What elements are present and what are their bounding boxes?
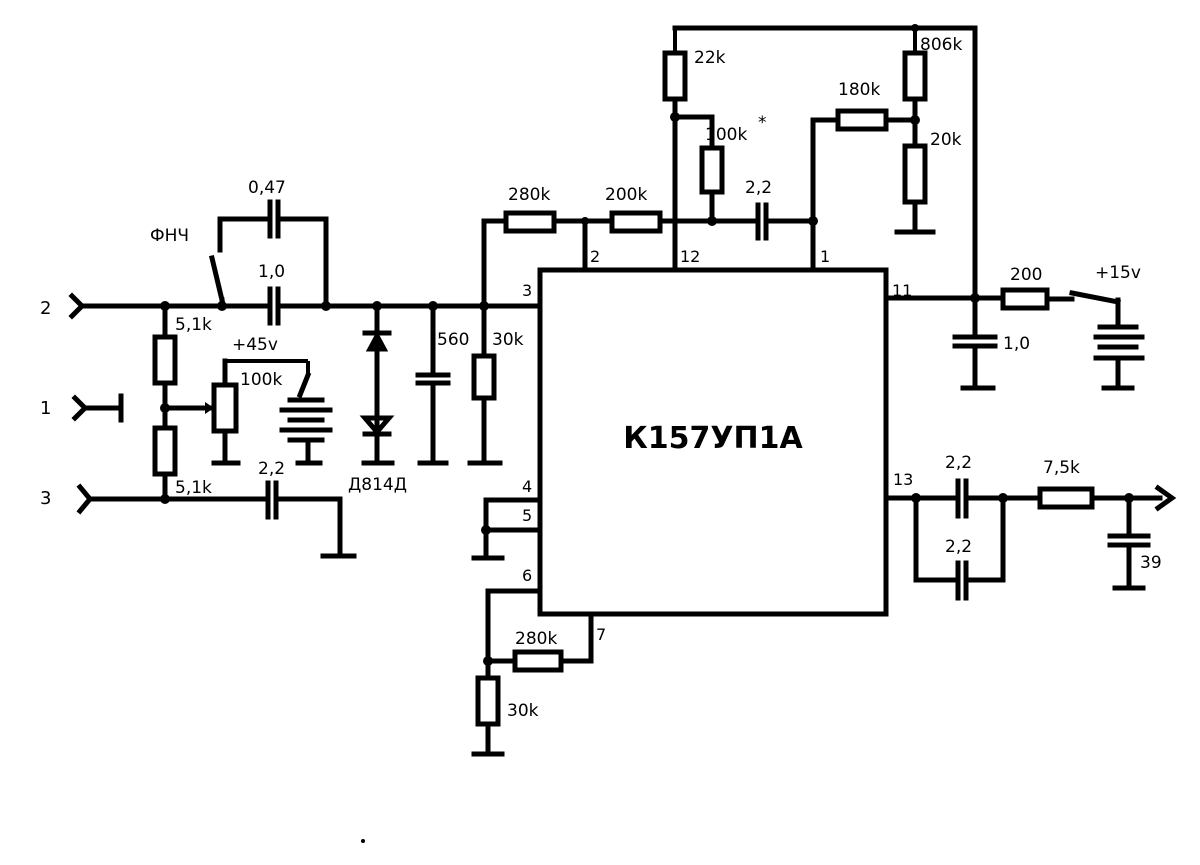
resistor-label: 5,1k xyxy=(175,315,212,335)
stray-dot xyxy=(361,839,365,843)
resistor-label: 7,5k xyxy=(1043,458,1080,478)
input-terminal-3: 3 xyxy=(40,483,269,515)
resistor-806k: 806k xyxy=(902,28,962,149)
pin-label: 1 xyxy=(820,247,830,266)
capacitor-label: 2,2 xyxy=(258,459,285,479)
capacitor-2-2-input: 2,2 xyxy=(258,459,357,559)
resistor-22k: 22k xyxy=(662,28,726,273)
switch-icon xyxy=(208,254,226,304)
capacitor-label: 2,2 xyxy=(945,453,972,473)
input-terminal-2: 2 xyxy=(40,292,271,320)
capacitor-1-0-power: 1,0 xyxy=(952,295,1030,391)
diode-icon xyxy=(362,330,392,352)
resistor-label: 22k xyxy=(694,48,726,68)
resistor-30k-input: 30k xyxy=(467,301,524,466)
capacitor-label: 1,0 xyxy=(258,262,285,282)
switch-label: ФНЧ xyxy=(150,226,189,246)
lowpass-switch: ФНЧ xyxy=(150,216,227,311)
diode-icon xyxy=(359,415,395,437)
resistor-label: 180k xyxy=(838,80,880,100)
resistor-180k: 180k xyxy=(810,80,918,132)
ic-label: К157УП1А xyxy=(623,421,803,456)
resistor-label: 5,1k xyxy=(175,478,212,498)
ic-body xyxy=(537,267,889,617)
pin-label: 2 xyxy=(590,247,600,266)
resistor-label: 100k xyxy=(705,125,747,145)
battery-45v xyxy=(279,361,333,466)
resistor-200k: 200k xyxy=(605,185,761,234)
resistor-label: 200 xyxy=(1010,265,1042,285)
capacitor-label: 39 xyxy=(1140,553,1162,573)
diode-label: Д814Д xyxy=(348,475,407,495)
pin-label: 7 xyxy=(596,625,606,644)
pin-label: 5 xyxy=(522,506,532,525)
resistor-30k-bottom: 30k xyxy=(471,675,539,757)
output-arrow-icon xyxy=(1154,484,1177,512)
resistor-100k-star: 100k * xyxy=(672,113,767,224)
resistor-280k-top: 280k xyxy=(481,185,615,309)
voltage-label: +45v xyxy=(232,335,278,355)
ic-chip: К157УП1А xyxy=(537,267,889,617)
capacitor-label: 2,2 xyxy=(745,178,772,198)
voltage-label: +15v xyxy=(1095,263,1141,283)
switch-icon xyxy=(1069,290,1121,305)
pot-label: 100k xyxy=(240,370,282,390)
capacitor-label: 560 xyxy=(437,330,469,350)
resistor-label: 280k xyxy=(508,185,550,205)
resistor-200: 200 xyxy=(1000,265,1075,311)
capacitor-label: 2,2 xyxy=(945,537,972,557)
resistor-280k-bottom: 280k xyxy=(485,611,594,673)
pins-4-5-ground xyxy=(471,497,543,561)
capacitor-label: 0,47 xyxy=(248,178,286,198)
capacitor-label: 1,0 xyxy=(1003,334,1030,354)
resistor-5-1k-bottom: 5,1k xyxy=(152,425,212,502)
battery-15v: +15v xyxy=(1069,263,1145,391)
pin-label: 4 xyxy=(522,477,532,496)
resistor-label: 200k xyxy=(605,185,647,205)
capacitor-2-2-output-1: 2,2 xyxy=(945,453,1043,519)
resistor-label: 806k xyxy=(920,35,962,55)
resistor-label: 30k xyxy=(492,330,524,350)
pin-label: 13 xyxy=(893,470,913,489)
input-terminal-1: 1 xyxy=(40,393,124,423)
resistor-7-5k: 7,5k xyxy=(1037,458,1163,510)
capacitor-2-2-feedback: 2,2 xyxy=(745,178,816,241)
terminal-label-1: 1 xyxy=(40,398,51,419)
pin-label: 11 xyxy=(892,281,912,300)
resistor-label: 280k xyxy=(515,629,557,649)
pin-label: 6 xyxy=(522,566,532,585)
pin-label: 3 xyxy=(522,281,532,300)
capacitor-39: 39 xyxy=(1107,495,1162,591)
resistor-20k: 20k xyxy=(894,130,962,235)
tuning-mark: * xyxy=(758,113,767,133)
capacitor-0-47: 0,47 xyxy=(217,178,329,309)
capacitor-1-0-input: 1,0 xyxy=(258,262,543,326)
pin-label: 12 xyxy=(680,247,700,266)
potentiometer-100k: 100k +45v xyxy=(162,335,308,466)
zener-diode-d814d: Д814Д xyxy=(348,301,407,495)
resistor-label: 20k xyxy=(930,130,962,150)
capacitor-2-2-output-2: 2,2 xyxy=(913,495,1006,601)
capacitor-560: 560 xyxy=(415,301,469,466)
resistor-label: 30k xyxy=(507,701,539,721)
terminal-label-3: 3 xyxy=(40,488,51,509)
switch-icon xyxy=(296,371,312,399)
terminal-label-2: 2 xyxy=(40,298,51,319)
